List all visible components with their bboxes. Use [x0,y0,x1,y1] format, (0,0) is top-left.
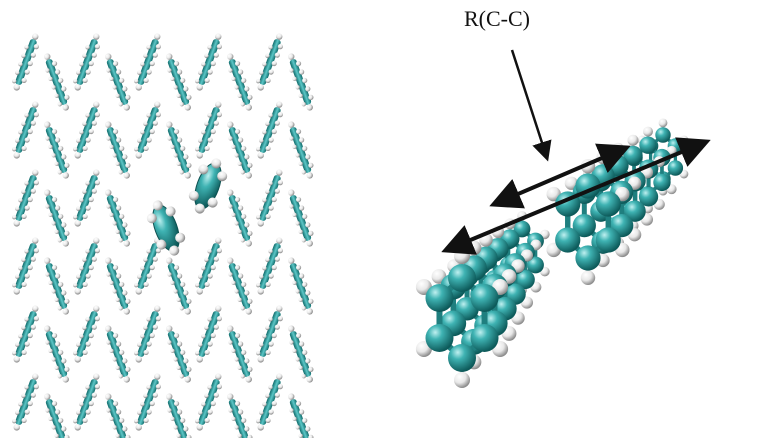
lattice-molecule [12,169,39,227]
lattice-molecule [195,237,222,295]
lattice-molecule [134,33,161,91]
lattice-molecule [195,33,222,91]
lattice-molecule [227,257,253,315]
molecular-lattice-panel [12,33,314,438]
lattice-molecule [166,257,192,315]
lattice-molecule [227,53,253,111]
lattice-molecule [44,189,70,247]
lattice-molecule [44,257,70,315]
lattice-molecule [195,101,222,159]
lattice-molecule [256,101,283,159]
highlighted-molecule-pair [146,158,228,256]
lattice-molecule [288,189,314,247]
lattice-molecule [73,237,100,295]
lattice-molecule [195,373,222,431]
lattice-molecule [227,325,253,383]
lattice-molecule [256,373,283,431]
lattice-molecule [12,373,39,431]
lattice-molecule [73,169,100,227]
lattice-molecule [73,101,100,159]
lattice-molecule [73,33,100,91]
lattice-molecule [12,33,39,91]
lattice-molecule [105,257,131,315]
lattice-molecule [105,121,131,179]
lattice-molecule [134,101,161,159]
benzene-molecule [415,248,509,388]
lattice-molecule [166,393,192,438]
lattice-molecule [256,169,283,227]
lattice-molecule [227,393,253,438]
lattice-molecule [12,101,39,159]
lattice-molecule [134,373,161,431]
lattice-molecule [256,33,283,91]
molecule-stack-right [546,118,689,285]
lattice-molecule [288,53,314,111]
stacked-molecules-panel [415,118,689,388]
lattice-molecule [105,53,131,111]
lattice-molecule [12,237,39,295]
lattice-molecule [105,189,131,247]
lattice-molecule [288,325,314,383]
lattice-molecule [73,305,100,363]
lattice-molecule [105,325,131,383]
molecule-stack-left [415,211,550,388]
lattice-molecule [12,305,39,363]
lattice-molecule [105,393,131,438]
lattice-molecule [288,121,314,179]
distance-label: R(C-C) [464,6,530,31]
lattice-molecule [288,393,314,438]
lattice-molecule [73,373,100,431]
lattice-molecule [195,305,222,363]
lattice-molecule [44,53,70,111]
lattice-molecule [166,53,192,111]
lattice-molecule [227,189,253,247]
lattice-molecule [44,121,70,179]
lattice-molecule [256,237,283,295]
lattice-molecule [227,121,253,179]
distance-arrow-lower [441,137,711,255]
label-pointer-arrow [510,49,552,162]
lattice-molecule [134,305,161,363]
lattice-molecule [166,325,192,383]
lattice-molecule [256,305,283,363]
lattice-molecule [288,257,314,315]
lattice-molecule [44,325,70,383]
lattice-molecule [44,393,70,438]
lattice-molecule [166,121,192,179]
